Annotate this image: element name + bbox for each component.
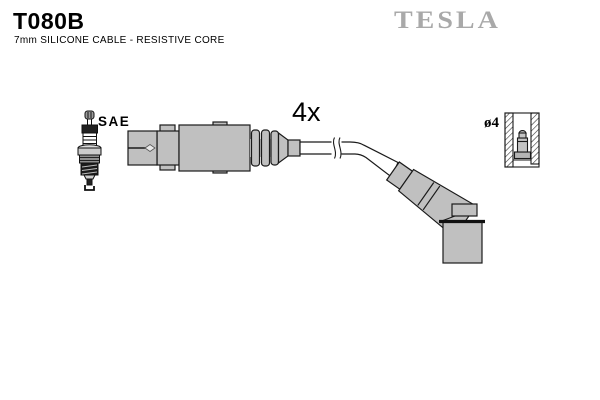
brand-logo: TESLA	[394, 6, 501, 35]
quantity-label: 4x	[292, 97, 321, 127]
part-code: T080B	[13, 8, 85, 34]
boot-block	[442, 221, 483, 264]
part-subtitle: 7mm SILICONE CABLE - RESISTIVE CORE	[14, 35, 225, 46]
spark-plug-icon	[77, 110, 102, 191]
angled-boot-icon	[385, 161, 485, 264]
sae-label: SAE	[98, 114, 130, 129]
straight-connector-icon	[127, 121, 301, 174]
cable-icon	[299, 137, 399, 178]
terminal-socket-icon	[504, 112, 540, 168]
cable-break-gap	[331, 139, 342, 157]
boot-latch-tab	[451, 203, 478, 217]
terminal-diameter-label: ø4	[484, 115, 500, 131]
